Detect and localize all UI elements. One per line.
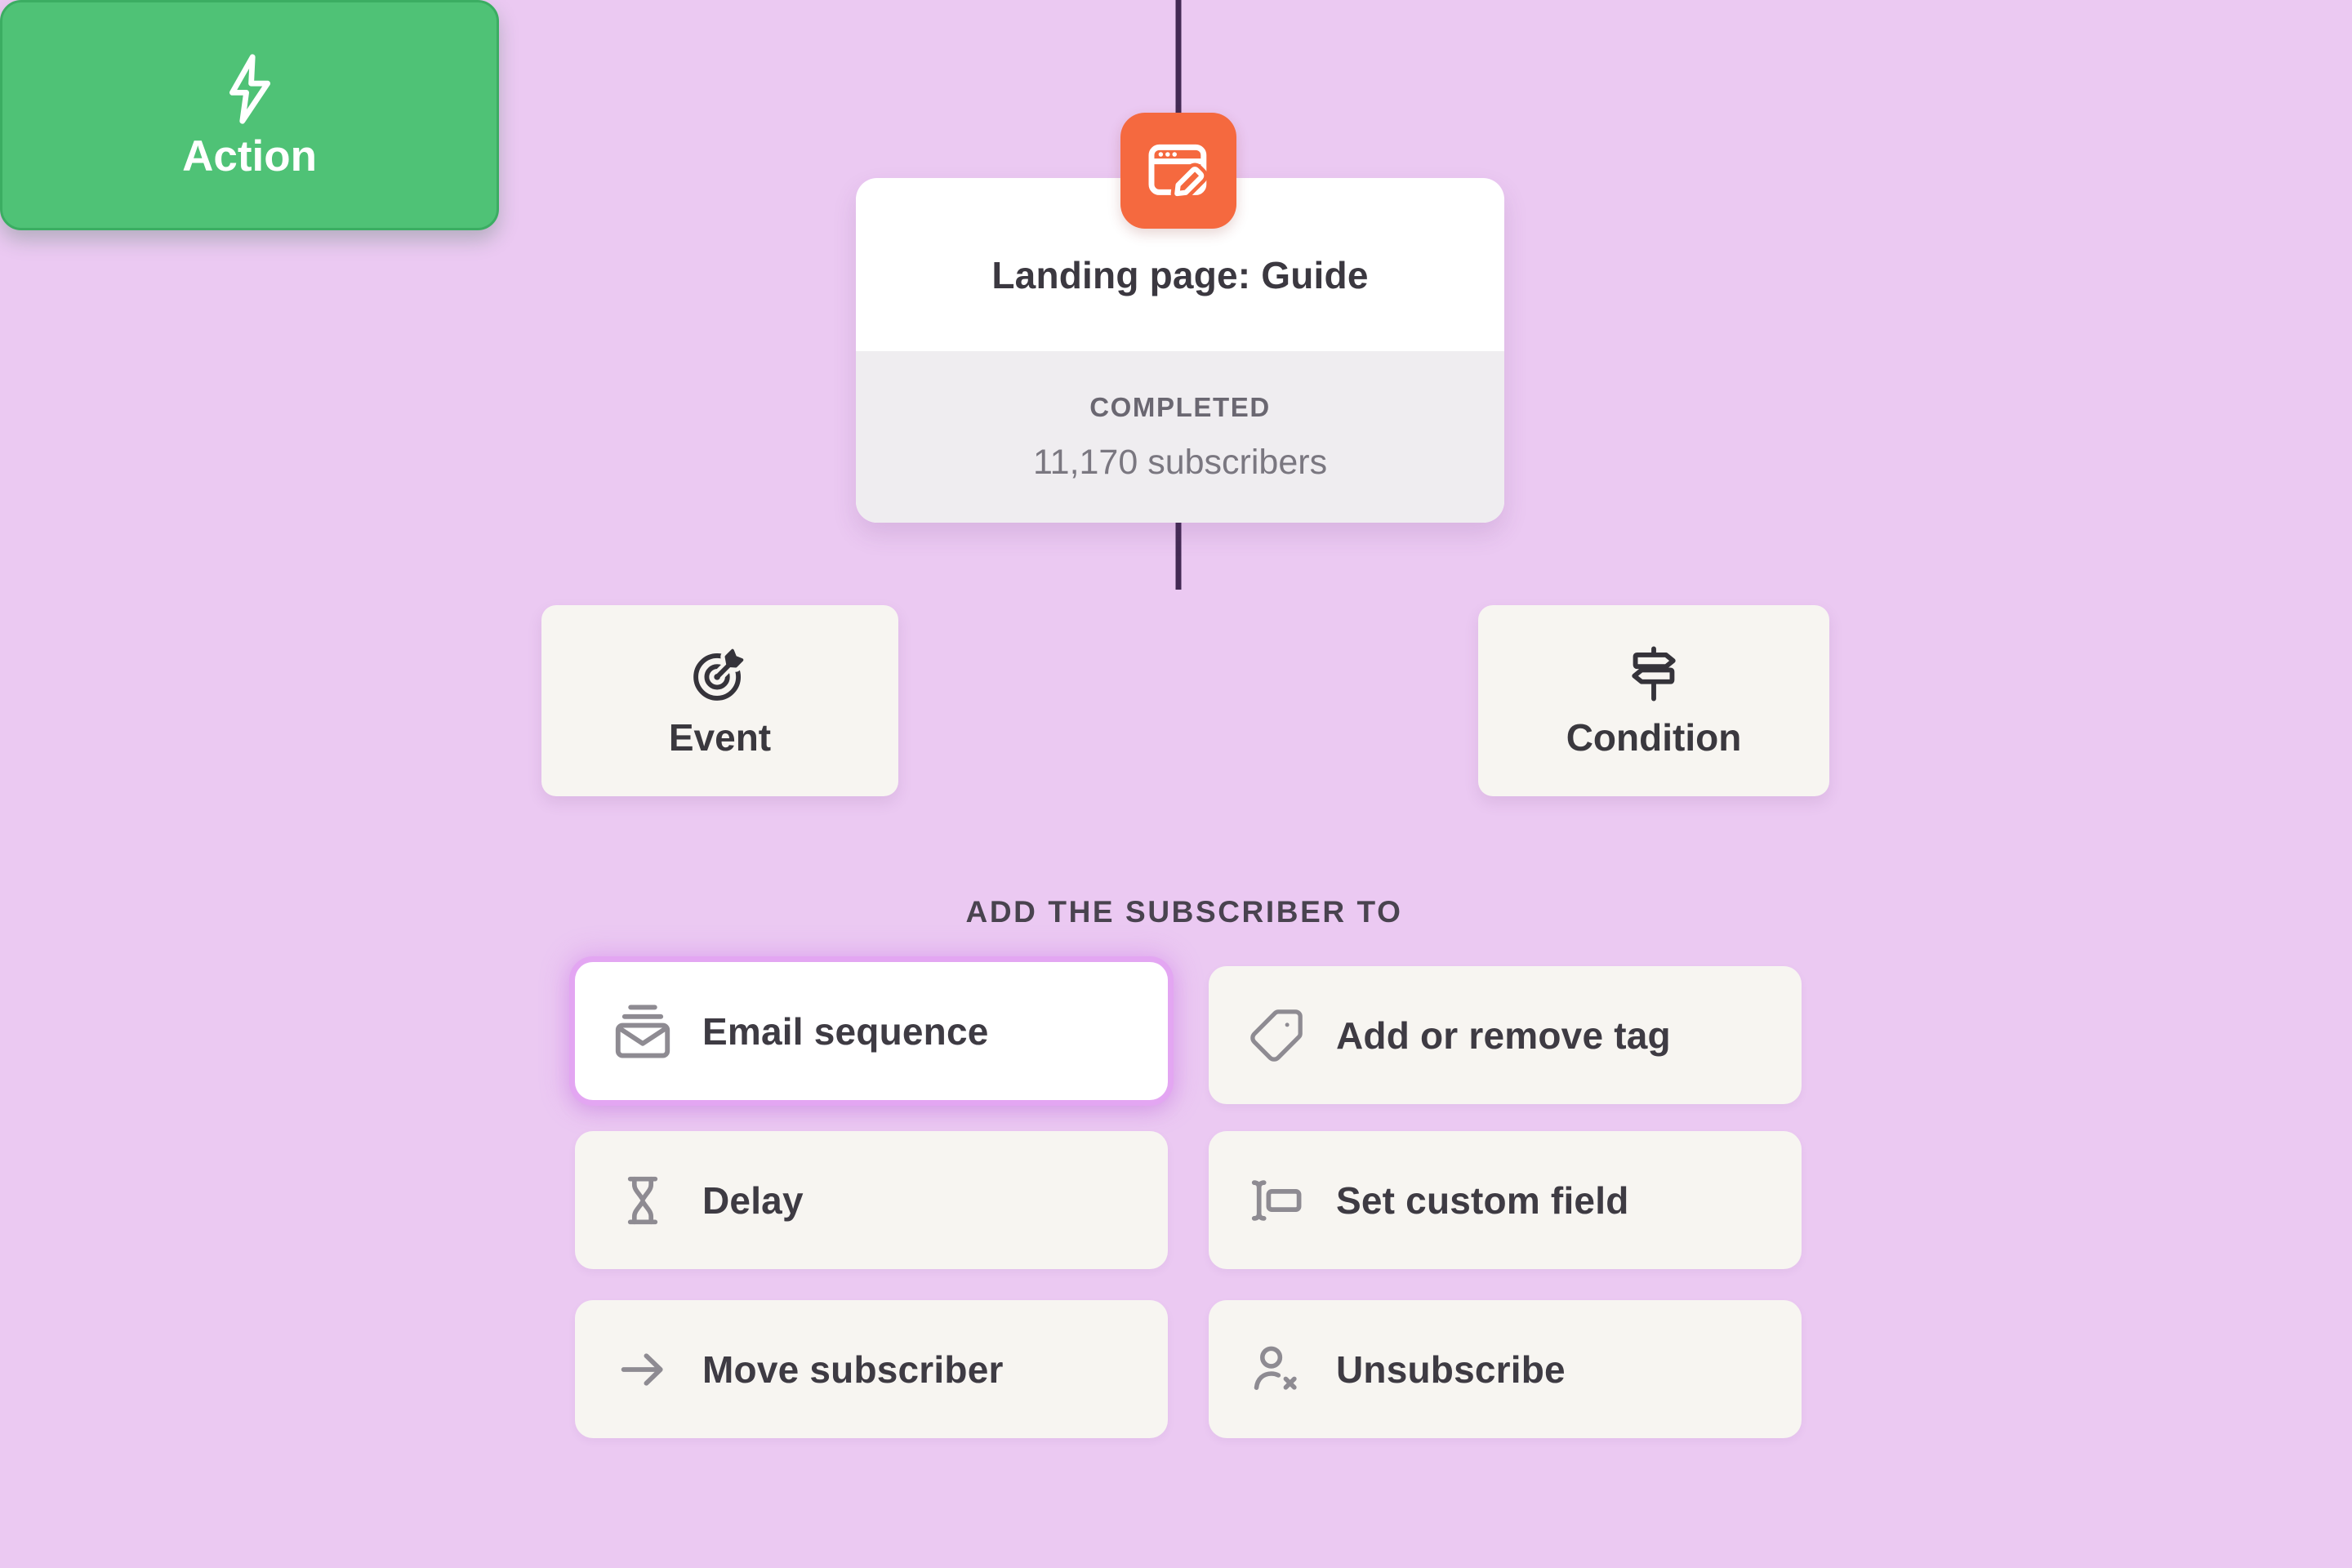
node-subscriber-count: 11,170 subscribers <box>1032 442 1328 482</box>
action-item-label: Email sequence <box>702 1009 989 1053</box>
target-dart-icon <box>688 642 752 706</box>
node-status-badge: COMPLETED <box>1089 391 1271 422</box>
action-button-label: Action <box>182 131 317 180</box>
arrow-right-icon <box>611 1333 675 1406</box>
signpost-icon <box>1622 642 1686 706</box>
action-item-label: Unsubscribe <box>1336 1348 1566 1391</box>
lightning-bolt-icon <box>211 50 289 128</box>
user-x-icon <box>1245 1333 1308 1406</box>
action-item-add-remove-tag[interactable]: Add or remove tag <box>1209 966 1802 1104</box>
landing-page-icon <box>1143 135 1214 207</box>
event-button[interactable]: Event <box>541 605 898 796</box>
node-stats: COMPLETED 11,170 subscribers <box>856 351 1504 523</box>
action-item-move-subscriber[interactable]: Move subscriber <box>575 1300 1168 1438</box>
workflow-node-card[interactable]: Landing page: Guide COMPLETED 11,170 sub… <box>856 178 1504 523</box>
action-button[interactable]: Action <box>0 0 499 230</box>
action-item-email-sequence[interactable]: Email sequence <box>575 962 1168 1100</box>
hourglass-icon <box>611 1164 675 1237</box>
event-button-label: Event <box>668 716 772 759</box>
node-icon-tile <box>1120 113 1236 229</box>
text-cursor-input-icon <box>1245 1164 1308 1237</box>
action-item-delay[interactable]: Delay <box>575 1131 1168 1269</box>
action-item-label: Add or remove tag <box>1336 1013 1671 1057</box>
action-item-unsubscribe[interactable]: Unsubscribe <box>1209 1300 1802 1438</box>
email-sequence-icon <box>611 995 675 1068</box>
action-item-label: Set custom field <box>1336 1178 1629 1222</box>
action-item-label: Move subscriber <box>702 1348 1004 1391</box>
action-item-set-custom-field[interactable]: Set custom field <box>1209 1131 1802 1269</box>
connector-line-bottom <box>1175 521 1182 590</box>
condition-button[interactable]: Condition <box>1478 605 1829 796</box>
condition-button-label: Condition <box>1566 716 1742 759</box>
tag-icon <box>1245 999 1308 1072</box>
connector-line-top <box>1175 0 1182 122</box>
action-menu-heading: ADD THE SUBSCRIBER TO <box>965 895 1403 929</box>
action-item-label: Delay <box>702 1178 804 1222</box>
node-title: Landing page: Guide <box>991 254 1369 296</box>
node-title-area: Landing page: Guide <box>856 178 1504 351</box>
